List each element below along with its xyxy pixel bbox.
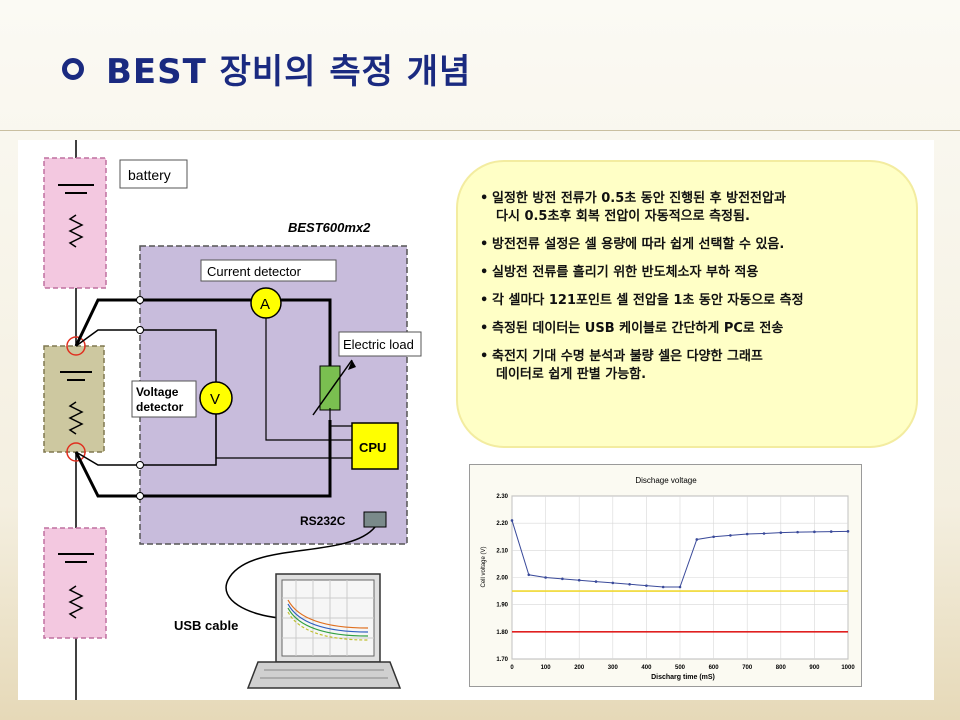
chart-data-point bbox=[695, 538, 699, 541]
chart-y-tick-label: 2.10 bbox=[496, 548, 508, 554]
voltage-detector-label-line1: Voltage bbox=[136, 385, 179, 399]
note-line: 데이터로 쉽게 판별 가능함. bbox=[496, 367, 647, 382]
cpu-label: CPU bbox=[359, 440, 386, 455]
battery-label-box bbox=[119, 159, 188, 189]
current-detector-box bbox=[200, 259, 337, 282]
rs232c-port-icon bbox=[363, 511, 387, 528]
chart-data-point bbox=[796, 530, 799, 534]
note-item: •일정한 방전 전류가 0.5초 동안 진행된 후 방전전압과 다시 0.5초후… bbox=[480, 190, 896, 226]
chart-x-tick-label: 500 bbox=[675, 665, 686, 671]
chart-data-point bbox=[661, 585, 665, 589]
chart-data-point bbox=[594, 580, 598, 583]
feature-notes-box: •일정한 방전 전류가 0.5초 동안 진행된 후 방전전압과 다시 0.5초후… bbox=[456, 160, 918, 448]
chart-y-tick-label: 1.90 bbox=[496, 603, 508, 609]
usb-cable-label: USB cable bbox=[174, 618, 238, 633]
note-item: •축전지 기대 수명 분석과 불량 셀은 다양한 그래프 데이터로 쉽게 판별 … bbox=[480, 348, 896, 384]
title-bullet-icon bbox=[62, 57, 84, 80]
note-line: 각 셀마다 121포인트 셀 전압을 1초 동안 자동으로 측정 bbox=[492, 293, 804, 308]
chart-data-point bbox=[561, 577, 564, 581]
chart-x-tick-label: 1000 bbox=[841, 665, 855, 671]
chart-x-tick-label: 100 bbox=[541, 665, 552, 671]
chart-y-axis-label: Cell voltage (V) bbox=[481, 546, 487, 587]
chart-data-point bbox=[577, 578, 581, 582]
note-line: 다시 0.5초후 회복 전압이 자동적으로 측정됨. bbox=[496, 209, 750, 224]
chart-data-point bbox=[527, 573, 531, 577]
chart-data-point bbox=[846, 530, 850, 533]
current-detector-label: Current detector bbox=[207, 264, 302, 279]
bullet-icon: • bbox=[480, 237, 489, 252]
discharge-chart-svg: Dischage voltage Discharg time (mS) Cell… bbox=[481, 476, 855, 681]
bullet-icon: • bbox=[480, 191, 489, 206]
tap-circle-top bbox=[66, 336, 86, 356]
chart-x-tick-label: 900 bbox=[809, 665, 820, 671]
chart-x-tick-label: 800 bbox=[776, 665, 787, 671]
chart-data-point bbox=[544, 576, 547, 579]
note-line: 일정한 방전 전류가 0.5초 동안 진행된 후 방전전압과 bbox=[492, 191, 786, 206]
chart-data-point bbox=[678, 585, 682, 589]
chart-data-point bbox=[813, 530, 816, 534]
chart-data-point bbox=[779, 531, 783, 534]
electric-load-label: Electric load bbox=[343, 337, 414, 352]
note-item: •측정된 데이터는 USB 케이블로 간단하게 PC로 전송 bbox=[480, 320, 896, 338]
electric-load-box bbox=[338, 331, 422, 357]
ammeter-symbol: A bbox=[260, 296, 270, 313]
chart-x-tick-label: 300 bbox=[608, 665, 619, 671]
bullet-icon: • bbox=[480, 321, 489, 336]
note-line: 실방전 전류를 흘리기 위한 반도체소자 부하 적용 bbox=[492, 265, 759, 280]
chart-data-point bbox=[829, 530, 833, 533]
note-line: 측정된 데이터는 USB 케이블로 간단하게 PC로 전송 bbox=[492, 321, 784, 336]
note-item: •방전전류 설정은 셀 용량에 따라 쉽게 선택할 수 있음. bbox=[480, 236, 896, 254]
measured-cell bbox=[43, 345, 105, 453]
voltage-detector-label-line2: detector bbox=[136, 400, 184, 414]
chart-y-tick-label: 1.80 bbox=[496, 630, 508, 636]
laptop-icon bbox=[246, 573, 402, 689]
battery-label: battery bbox=[128, 167, 171, 183]
bullet-icon: • bbox=[480, 349, 489, 364]
electric-load-icon bbox=[319, 365, 341, 411]
chart-title: Dischage voltage bbox=[635, 476, 697, 485]
chart-data-point bbox=[510, 519, 514, 522]
chart-y-tick-label: 2.20 bbox=[496, 521, 508, 527]
chart-x-tick-label: 0 bbox=[510, 665, 514, 671]
chart-data-point bbox=[745, 532, 749, 536]
chart-y-tick-label: 1.70 bbox=[496, 657, 508, 663]
title-divider bbox=[0, 130, 960, 131]
cpu-chip bbox=[351, 422, 399, 470]
chart-data-point bbox=[645, 584, 648, 587]
note-item: •각 셀마다 121포인트 셀 전압을 1초 동안 자동으로 측정 bbox=[480, 292, 896, 310]
chart-data-point bbox=[712, 535, 715, 539]
bullet-icon: • bbox=[480, 265, 489, 280]
slide-title: BEST 장비의 측정 개념 bbox=[62, 44, 471, 93]
battery-cell-top bbox=[43, 157, 107, 289]
note-line: 방전전류 설정은 셀 용량에 따라 쉽게 선택할 수 있음. bbox=[492, 237, 785, 252]
battery-cell-bottom bbox=[43, 527, 107, 639]
slide-title-text: BEST 장비의 측정 개념 bbox=[106, 52, 472, 92]
chart-data-point bbox=[611, 581, 615, 585]
note-item: •실방전 전류를 흘리기 위한 반도체소자 부하 적용 bbox=[480, 264, 896, 282]
chart-data-point bbox=[628, 582, 631, 586]
device-label: BEST600mx2 bbox=[288, 220, 371, 235]
chart-y-tick-label: 2.30 bbox=[496, 494, 508, 500]
voltage-detector-box bbox=[131, 380, 197, 418]
rs232c-label: RS232C bbox=[300, 514, 346, 528]
usb-cable-line bbox=[225, 526, 376, 619]
chart-data-point bbox=[729, 534, 732, 537]
chart-x-tick-label: 600 bbox=[709, 665, 720, 671]
chart-x-tick-label: 700 bbox=[742, 665, 753, 671]
discharge-chart: Dischage voltage Discharg time (mS) Cell… bbox=[469, 464, 862, 687]
chart-data-point bbox=[762, 532, 766, 535]
voltmeter-symbol: V bbox=[210, 391, 220, 408]
note-line: 축전지 기대 수명 분석과 불량 셀은 다양한 그래프 bbox=[492, 349, 763, 364]
chart-x-tick-label: 400 bbox=[641, 665, 652, 671]
chart-x-axis-label: Discharg time (mS) bbox=[651, 674, 715, 681]
chart-x-tick-label: 200 bbox=[574, 665, 585, 671]
tap-circle-bottom bbox=[66, 442, 86, 462]
bullet-icon: • bbox=[480, 293, 489, 308]
measurement-diagram: battery BEST600mx2 Current detector A bbox=[43, 140, 422, 700]
chart-y-tick-label: 2.00 bbox=[496, 576, 508, 582]
